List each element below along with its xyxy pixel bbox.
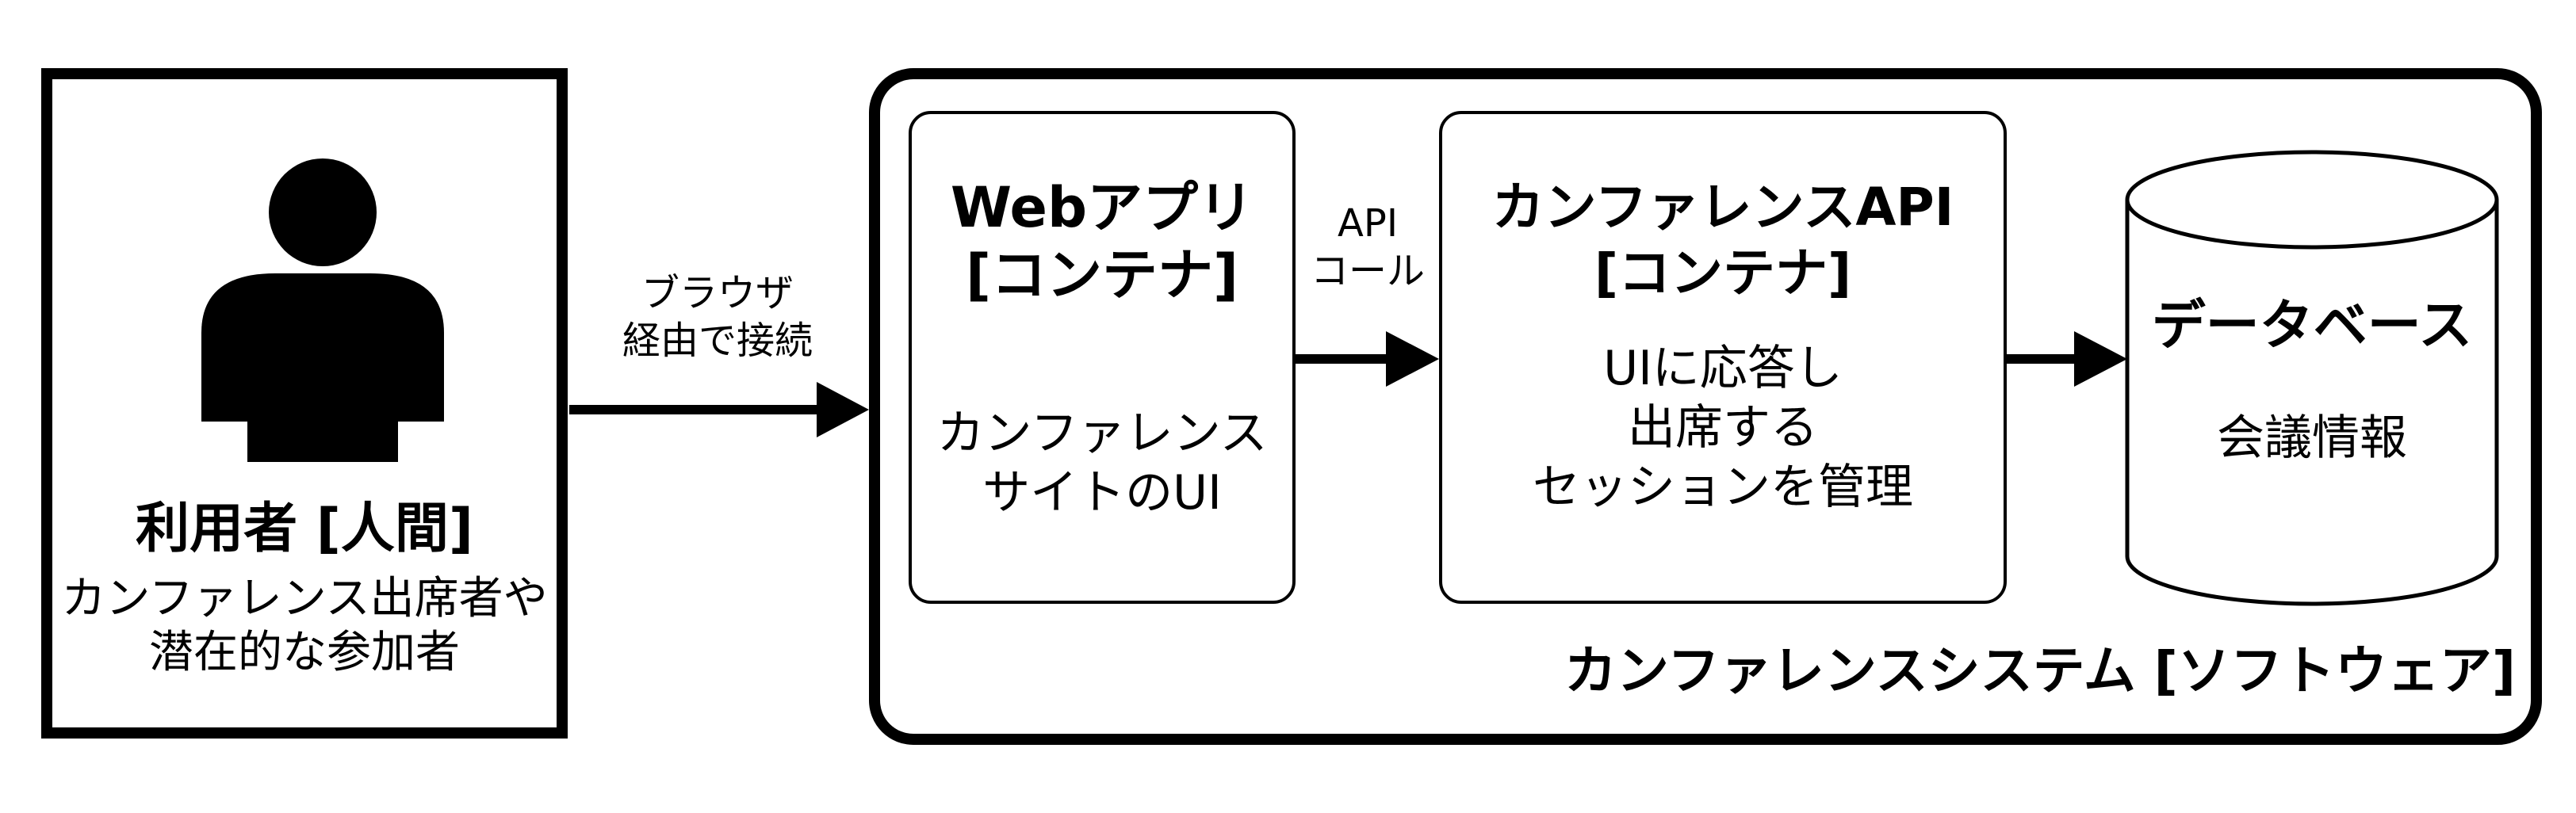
api-title: カンファレンスAPI [コンテナ] xyxy=(1442,174,2004,306)
browser-edge-label-line: 経由で接続 xyxy=(622,319,813,363)
database-arrow xyxy=(2007,331,2127,387)
person-description-line: 潜在的な参加者 xyxy=(149,627,460,679)
person-description: カンファレンス出席者や 潜在的な参加者 xyxy=(52,572,557,681)
database-cylinder xyxy=(2125,150,2499,606)
webapp-description: カンファレンス サイトのUI xyxy=(912,404,1292,523)
database-title: データベース xyxy=(2151,295,2473,357)
api-call-edge-label-line: API xyxy=(1338,201,1398,246)
api-description: UIに応答し 出席する セッションを管理 xyxy=(1442,339,2004,517)
api-title-line: カンファレンスAPI xyxy=(1491,177,1954,238)
webapp-description-line: サイトのUI xyxy=(982,465,1222,521)
api-container-box xyxy=(1439,111,2007,604)
api-call-edge-label: API コール xyxy=(1300,200,1435,295)
browser-edge-label: ブラウザ 経由で接続 xyxy=(587,269,848,365)
system-label: カンファレンスシステム [ソフトウェア] xyxy=(1564,640,2516,701)
api-description-line: 出席する xyxy=(1628,400,1818,456)
api-title-line: [コンテナ] xyxy=(1594,242,1852,304)
person-icon xyxy=(201,158,444,462)
api-call-edge-label-line: コール xyxy=(1310,249,1425,293)
browser-arrow xyxy=(569,382,869,437)
webapp-title-line: [コンテナ] xyxy=(966,242,1238,308)
webapp-title: Webアプリ [コンテナ] xyxy=(912,174,1292,310)
webapp-title-line: Webアプリ xyxy=(950,175,1254,240)
browser-edge-label-line: ブラウザ xyxy=(641,271,794,315)
webapp-container-box xyxy=(909,111,1296,604)
person-title: 利用者 [人間] xyxy=(136,498,473,560)
api-description-line: セッションを管理 xyxy=(1533,460,1913,515)
person-description-line: カンファレンス出席者や xyxy=(61,573,548,624)
webapp-description-line: カンファレンス xyxy=(936,406,1268,461)
api-call-arrow xyxy=(1296,331,1439,387)
api-description-line: UIに応答し xyxy=(1603,341,1843,396)
database-description: 会議情報 xyxy=(2217,410,2407,466)
